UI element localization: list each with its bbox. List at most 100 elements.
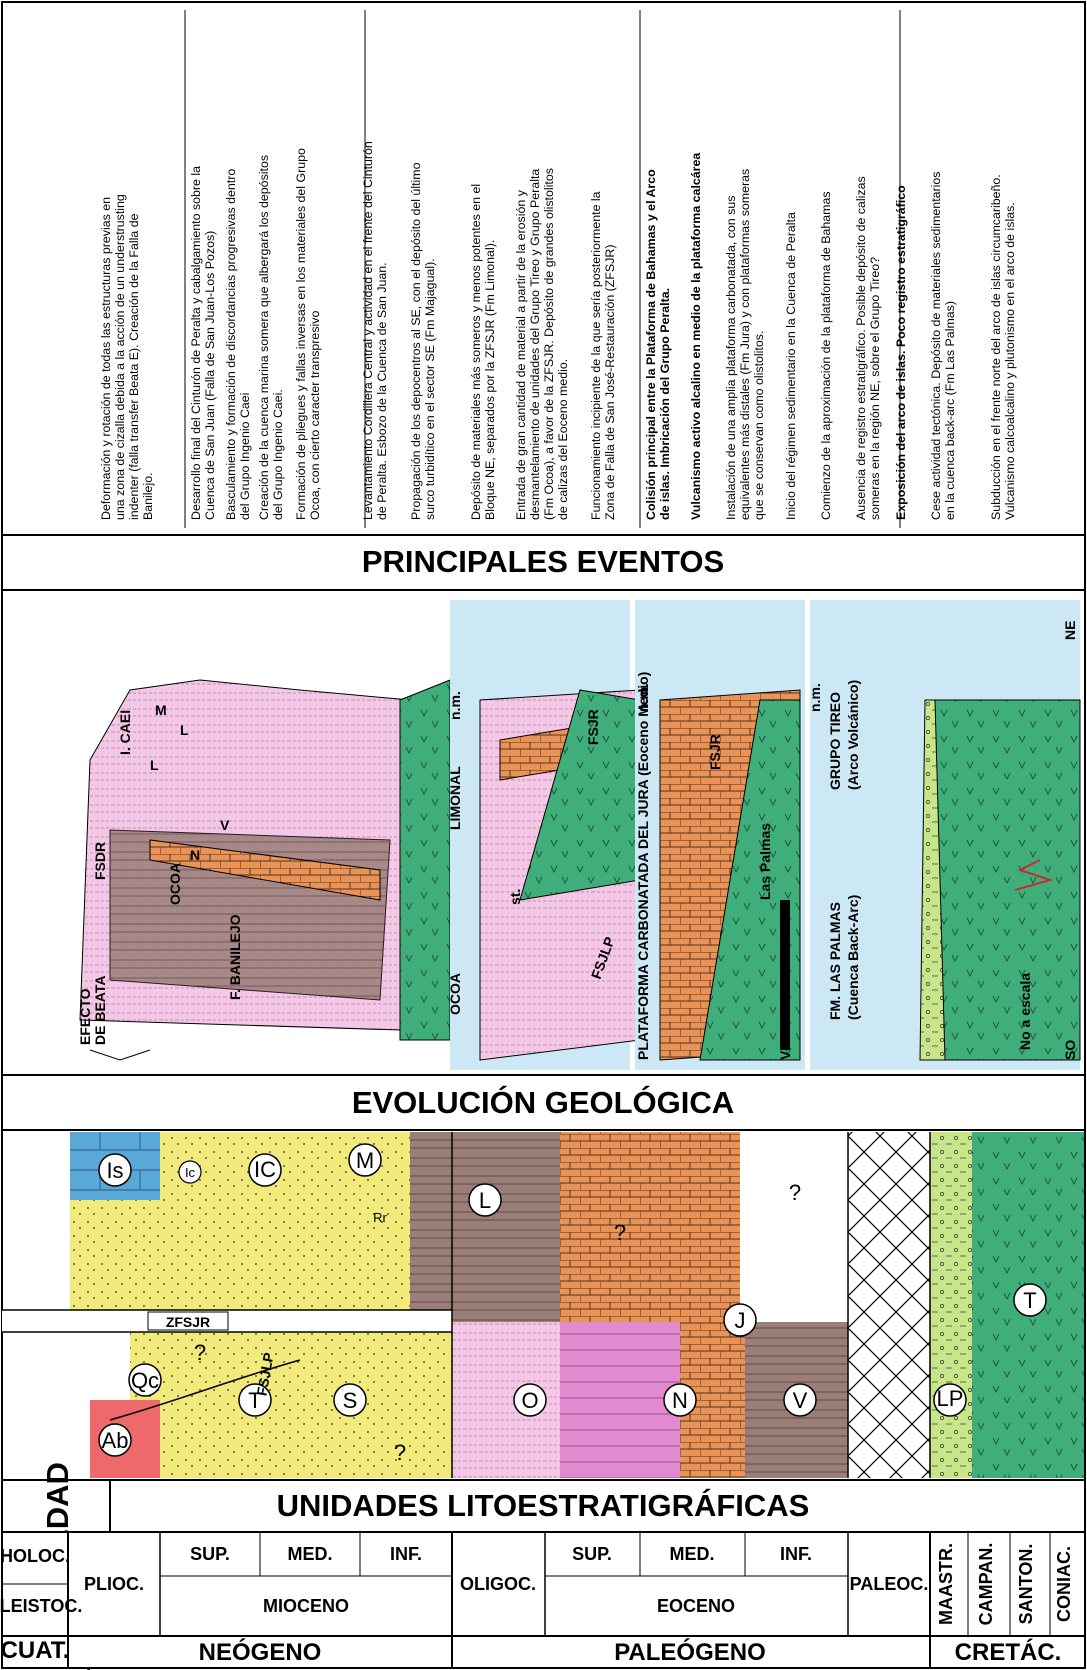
- evo-panel-neogene: EFECTO DE BEATA FSDR F. BANILEJO OCOA N …: [77, 680, 450, 1060]
- event-line: Subducción en el frente norte del arco d…: [989, 174, 1003, 520]
- unit-lp: LP: [937, 1386, 964, 1411]
- evo-f-banilejo: F. BANILEJO: [227, 914, 243, 1000]
- evo-de-beata: DE BEATA: [92, 976, 108, 1045]
- evo-nm-3: n.m.: [807, 683, 823, 712]
- event-line: de islas. Imbricación del Grupo Peralta.: [658, 288, 672, 520]
- event-e19: Subducción en el frente norte del arco d…: [989, 174, 1017, 520]
- epoch-plioc: PLIOC.: [84, 1574, 144, 1594]
- evo-panel-oligocene: OCOA LIMONAL n.m. FSJR FSJLP st.: [447, 600, 640, 1070]
- event-line: equivalentes más distales (Fm Jura) y co…: [738, 169, 752, 520]
- event-line: surco turbidítico en el sector SE (Fm Ma…: [423, 258, 437, 520]
- event-line: Zona de Falla de San José-Restauración (…: [603, 245, 617, 520]
- unit-s: S: [343, 1388, 358, 1413]
- event-e1: Deformación y rotación de todas las estr…: [99, 194, 155, 520]
- event-line: someras en la región NE, sobre el Grupo …: [868, 257, 882, 520]
- event-e7: Propagación de los depocentros al SE, co…: [409, 162, 437, 520]
- events-column: PRINCIPALES EVENTOS Deformación y rotaci…: [2, 2, 1085, 590]
- age-strip: HOLOC. PLEISTOC. PLIOC. SUP. MED. INF. M…: [0, 1532, 1087, 1668]
- epoch-eoceno: EOCENO: [657, 1596, 735, 1616]
- evo-efecto: EFECTO: [77, 988, 93, 1045]
- evo-m-1: M: [155, 702, 167, 718]
- evo-n-1: N: [190, 847, 200, 863]
- event-e5: Formación de pliegues y fallas inversas …: [294, 148, 322, 520]
- era-cuat-label: CUAT.: [1, 1637, 70, 1664]
- eventos-header: PRINCIPALES EVENTOS: [362, 544, 724, 579]
- event-line: Inicio del régimen sedimentario en la Cu…: [784, 212, 798, 520]
- event-line: Funcionamiento incipiente de la que serí…: [589, 191, 603, 520]
- epoch-paleoc: PALEOC.: [850, 1574, 929, 1594]
- epoch-pleistoc: PLEISTOC.: [0, 1596, 82, 1616]
- event-e16: Ausencia de registro estratigráfico. Pos…: [854, 176, 882, 520]
- event-line: Instalación de una amplia plataforma car…: [724, 196, 738, 520]
- sub-eo-sup: SUP.: [572, 1544, 612, 1564]
- event-line: Basculamiento y formación de discordanci…: [224, 169, 238, 520]
- evo-l-1: L: [150, 757, 159, 773]
- evo-ocoa-1: OCOA: [167, 863, 183, 905]
- fault-zfsjr: ZFSJR: [166, 1314, 210, 1330]
- evo-plataforma: PLATAFORMA CARBONATADA DEL JURA (Eoceno …: [635, 672, 651, 1060]
- evo-fsjr-2: FSJR: [707, 734, 723, 770]
- unit-rr: Rr: [373, 1210, 387, 1225]
- event-line: Comienzo de la aproximación de la plataf…: [819, 191, 833, 520]
- event-line: Cese actividad tectónica. Depósito de ma…: [929, 172, 943, 521]
- event-line: Creación de la cuenca marina somera que …: [257, 155, 271, 520]
- evolucion-header: EVOLUCIÓN GEOLÓGICA: [352, 1084, 734, 1120]
- event-line: Deformación y rotación de todas las estr…: [99, 197, 113, 520]
- epoch-santon: SANTON.: [1016, 1544, 1036, 1625]
- epoch-mioceno: MIOCENO: [263, 1596, 349, 1616]
- event-line: Banilejo.: [141, 472, 155, 520]
- evo-st: st.: [507, 889, 523, 905]
- event-line: que se conservan como olistolitos.: [752, 331, 766, 520]
- event-line: Bloque NE, separados por la ZFSJR (Fm Li…: [483, 240, 497, 520]
- event-line: Exposición del arco de islas. Poco regis…: [894, 185, 908, 520]
- evo-arco: (Arco Volcánico): [845, 680, 861, 790]
- event-e13: Instalación de una amplia plataforma car…: [724, 169, 766, 520]
- evolution-column: EVOLUCIÓN GEOLÓGICA EFECTO DE BEATA FSDR…: [2, 590, 1085, 1130]
- event-line: Desarrollo final del Cinturón de Peralta…: [189, 166, 203, 520]
- sub-mio-sup: SUP.: [190, 1544, 230, 1564]
- event-line: una zona de cizalla debida a la acción d…: [113, 194, 127, 520]
- event-line: Formación de pliegues y fallas inversas …: [294, 148, 308, 520]
- evo-panel-cretaceous: FM. LAS PALMAS (Cuenca Back-Arc) GRUPO T…: [807, 600, 1080, 1070]
- evo-ventana: VENT: [777, 1022, 793, 1060]
- unit-o: O: [521, 1388, 538, 1413]
- event-line: Entrada de gran cantidad de material a p…: [514, 189, 528, 520]
- events-list: Deformación y rotación de todas las estr…: [99, 10, 1017, 528]
- evo-no-escala: No a escala: [1017, 973, 1033, 1050]
- event-line: Ausencia de registro estratigráfico. Pos…: [854, 176, 868, 520]
- event-line: Ocoa, con cierto caracter transpresivo: [308, 311, 322, 520]
- event-line: en la cuenca back-arc (Fm Las Palmas): [943, 301, 957, 520]
- sub-eo-med: MED.: [670, 1544, 715, 1564]
- event-e15: Comienzo de la aproximación de la plataf…: [819, 191, 833, 520]
- event-line: Propagación de los depocentros al SE, co…: [409, 162, 423, 520]
- unit-ab: Ab: [102, 1428, 129, 1453]
- units-column: UNIDADES LITOESTRATIGRÁFICAS: [2, 1130, 1085, 1532]
- event-e10: Funcionamiento incipiente de la que serí…: [589, 191, 617, 520]
- event-line: de Peralta. Esbozo de la Cuenca de San J…: [375, 262, 389, 520]
- event-line: indenter (falla transfer Beata E). Creac…: [127, 213, 141, 520]
- event-e8: Depósito de materiales más someros y men…: [469, 184, 497, 520]
- era-neogeno-label: NEÓGENO: [199, 1638, 322, 1666]
- evo-i-caei: I. CAEI: [117, 710, 133, 755]
- evo-fsjr-1: FSJR: [585, 709, 601, 745]
- event-line: del Grupo Ingenio Caei.: [271, 389, 285, 520]
- evo-nm-1: n.m.: [447, 691, 463, 720]
- event-line: Cuenca de San Juan (Falla de San Juan-Lo…: [203, 231, 217, 520]
- unit-v: V: [793, 1388, 808, 1413]
- sub-eo-inf: INF.: [780, 1544, 812, 1564]
- unit-ic: IC: [254, 1157, 276, 1182]
- evo-ne: NE: [1062, 621, 1078, 640]
- event-line: de calizas del Eoceno medio.: [556, 359, 570, 520]
- unit-m: M: [356, 1148, 374, 1173]
- unit-qc: Qc: [131, 1368, 159, 1393]
- unit-n: N: [672, 1388, 688, 1413]
- evo-grupo-tireo: GRUPO TIREO: [827, 692, 843, 790]
- event-line: desmantelamiento de unidades del Grupo T…: [528, 169, 542, 520]
- epoch-maastr: MAASTR.: [936, 1543, 956, 1625]
- event-line: (Fm Ocoa), a favor de la ZFSJR. Depósito…: [542, 168, 556, 520]
- unit-is: Is: [106, 1158, 123, 1183]
- era-cretacico-label: CRETÁC.: [955, 1638, 1062, 1666]
- sub-mio-inf: INF.: [390, 1544, 422, 1564]
- event-e12: Vulcanismo activo alcalino en medio de l…: [689, 153, 703, 520]
- event-e2: Desarrollo final del Cinturón de Peralta…: [189, 166, 217, 520]
